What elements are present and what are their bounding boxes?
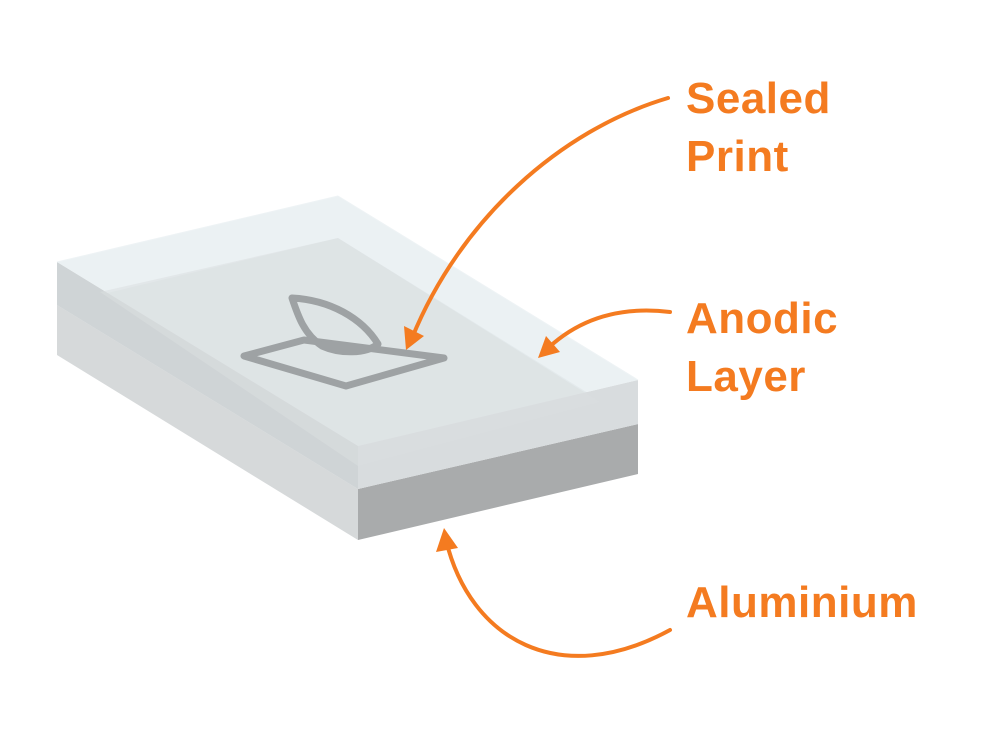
curved-arrow-icon: [436, 528, 458, 552]
sealed-print-label-line1: Sealed: [686, 74, 831, 123]
aluminium-front-face: [358, 424, 638, 540]
sealed-print-label-line2: Print: [686, 132, 789, 181]
sealed-print-arrow-line: [410, 96, 670, 340]
aluminium-block: [57, 305, 638, 540]
anodic-layer-label-line2: Layer: [686, 352, 806, 401]
aluminium-arrow-line: [444, 538, 672, 658]
seal-edge-top: [56, 195, 339, 263]
anodic-layer-arrow-line: [542, 308, 672, 354]
sealed-print-label: Sealed Print: [686, 70, 831, 186]
seal-edge-right: [337, 195, 639, 381]
anodic-left-band: [57, 262, 358, 489]
curved-arrow-icon: [404, 326, 424, 350]
curved-arrow-icon: [538, 336, 560, 358]
arrow-heads: [404, 326, 560, 552]
anodic-layer-label: Anodic Layer: [686, 290, 838, 406]
leaf-symbol-icon: [240, 294, 448, 390]
print-leaf-shape: [288, 294, 382, 356]
aluminium-label-line1: Aluminium: [686, 578, 918, 627]
print-base-shape: [240, 336, 448, 390]
anodic-layer-label-line1: Anodic: [686, 294, 839, 343]
aluminium-label: Aluminium: [686, 574, 918, 632]
aluminium-left-face: [57, 305, 358, 540]
